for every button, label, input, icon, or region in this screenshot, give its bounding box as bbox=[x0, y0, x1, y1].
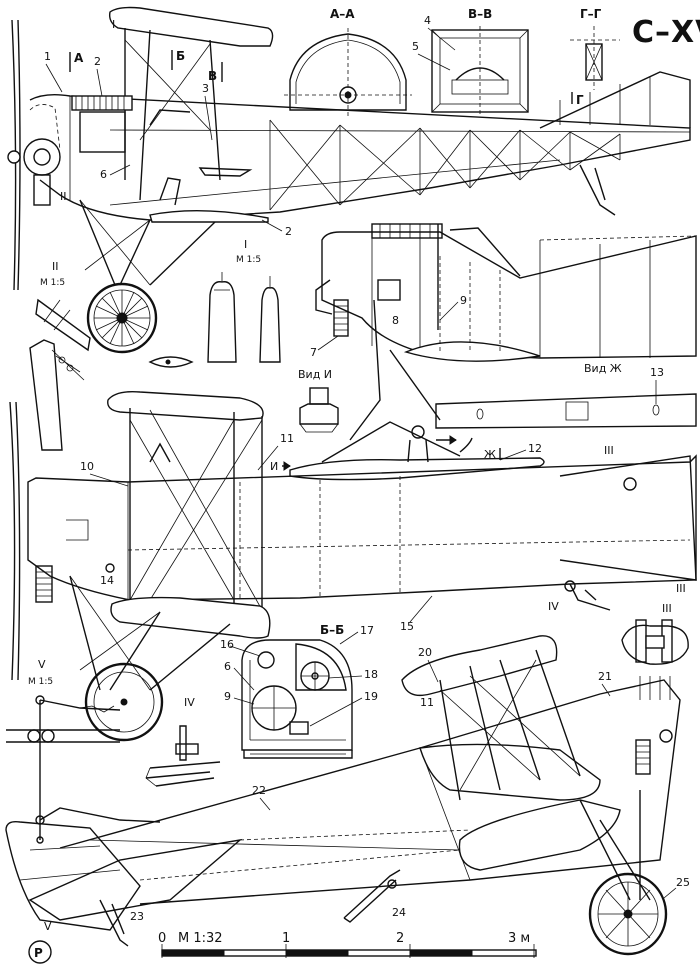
section-g-g: Г–Г Г bbox=[570, 7, 620, 107]
callout-14: 14 bbox=[100, 574, 114, 587]
callout-1: 1 bbox=[44, 50, 51, 63]
callout-13: 13 bbox=[650, 366, 664, 379]
detail-mark-3c: III bbox=[662, 602, 672, 615]
view-i-label: Вид И bbox=[298, 368, 332, 381]
detail-5-label: V bbox=[38, 658, 46, 671]
section-g-g-label: Г–Г bbox=[580, 7, 602, 21]
side-view-cutaway bbox=[7, 6, 691, 354]
callout-3: 3 bbox=[202, 82, 209, 95]
scale-tick-1: 1 bbox=[282, 931, 290, 946]
callout-8: 8 bbox=[392, 314, 399, 327]
detail-1: I М 1:5 bbox=[207, 238, 281, 363]
callout-6: 6 bbox=[100, 168, 107, 181]
strut-profile bbox=[148, 356, 194, 368]
rotary-engine bbox=[23, 104, 61, 206]
section-mark-a: А bbox=[74, 51, 84, 65]
callout-9: 9 bbox=[460, 294, 467, 307]
callout-9b: 9 bbox=[224, 690, 231, 703]
detail-mark-1: I bbox=[112, 18, 115, 31]
perspective-wheel bbox=[588, 872, 668, 956]
callout-25: 25 bbox=[676, 876, 690, 889]
callout-12: 12 bbox=[528, 442, 542, 455]
detail-1-scale: М 1:5 bbox=[236, 255, 261, 265]
callout-19: 19 bbox=[364, 690, 378, 703]
callout-2b: 2 bbox=[285, 225, 292, 238]
section-b-b: Б–Б 16 17 6 18 9 19 bbox=[220, 623, 378, 759]
scale-tick-0: 0 bbox=[158, 931, 166, 946]
callout-24: 24 bbox=[392, 906, 406, 919]
scale-tick-2: 2 bbox=[396, 931, 404, 946]
callout-23: 23 bbox=[130, 910, 144, 923]
callout-17: 17 bbox=[360, 624, 374, 637]
detail-2-label: II bbox=[52, 260, 59, 273]
detail-5: V М 1:5 bbox=[6, 658, 161, 844]
callout-16: 16 bbox=[220, 638, 234, 651]
callout-18: 18 bbox=[364, 668, 378, 681]
callout-21: 21 bbox=[598, 670, 612, 683]
section-v-v: В–В 4 5 bbox=[412, 7, 529, 116]
detail-3 bbox=[621, 619, 689, 700]
detail-4: IV bbox=[145, 696, 221, 787]
callout-4: 4 bbox=[424, 14, 431, 27]
detail-5-scale: М 1:5 bbox=[28, 677, 53, 687]
detail-mark-3a: III bbox=[604, 444, 614, 457]
detail-1-label: I bbox=[244, 238, 247, 251]
callout-2: 2 bbox=[94, 55, 101, 68]
drawing-title: С–XVI bbox=[632, 15, 700, 50]
section-a-a-label: А–А bbox=[330, 7, 355, 21]
section-v-v-label: В–В bbox=[468, 7, 492, 21]
detail-mark-5: V bbox=[44, 920, 52, 933]
perspective-view bbox=[5, 635, 681, 956]
side-view-full bbox=[9, 390, 697, 742]
scale-bar: 0 М 1:32 1 2 3 м bbox=[158, 931, 537, 958]
callout-11: 11 bbox=[280, 432, 294, 445]
detail-mark-3b: III bbox=[676, 582, 686, 595]
callout-11b: 11 bbox=[420, 696, 434, 709]
callout-15: 15 bbox=[400, 620, 414, 633]
section-b-b-label: Б–Б bbox=[320, 623, 344, 637]
view-zh-label: Вид Ж bbox=[584, 362, 622, 375]
callout-22: 22 bbox=[252, 784, 266, 797]
callout-20: 20 bbox=[418, 646, 432, 659]
arrow-i-label: И bbox=[270, 460, 278, 473]
detail-4-label: IV bbox=[184, 696, 195, 709]
arrow-zh-label: Ж bbox=[484, 448, 496, 461]
callout-7: 7 bbox=[310, 346, 317, 359]
section-mark-v: В bbox=[208, 69, 217, 83]
section-a-a: А–А bbox=[284, 7, 412, 116]
main-wheel-side bbox=[84, 662, 164, 742]
callout-10: 10 bbox=[80, 460, 94, 473]
scale-label: М 1:32 bbox=[178, 931, 223, 946]
main-wheel-top bbox=[86, 282, 158, 354]
aileron-side: И Ж 12 bbox=[270, 421, 545, 481]
callout-6b: 6 bbox=[224, 660, 231, 673]
detail-mark-4a: IV bbox=[548, 600, 559, 613]
cockpit-side-view: 8 9 7 bbox=[310, 223, 697, 441]
view-i: Вид И bbox=[298, 368, 339, 433]
detail-2: II М 1:5 bbox=[29, 260, 91, 451]
logo-letter: Р bbox=[34, 946, 43, 960]
publisher-logo: Р bbox=[28, 940, 52, 964]
callout-5: 5 bbox=[412, 40, 419, 53]
detail-2-scale: М 1:5 bbox=[40, 278, 65, 288]
view-zh: Вид Ж 13 bbox=[435, 362, 697, 429]
detail-mark-2: II bbox=[60, 190, 67, 203]
section-mark-b: Б bbox=[176, 49, 185, 63]
scale-tick-3: 3 м bbox=[508, 931, 530, 946]
section-g-mark: Г bbox=[576, 93, 584, 107]
